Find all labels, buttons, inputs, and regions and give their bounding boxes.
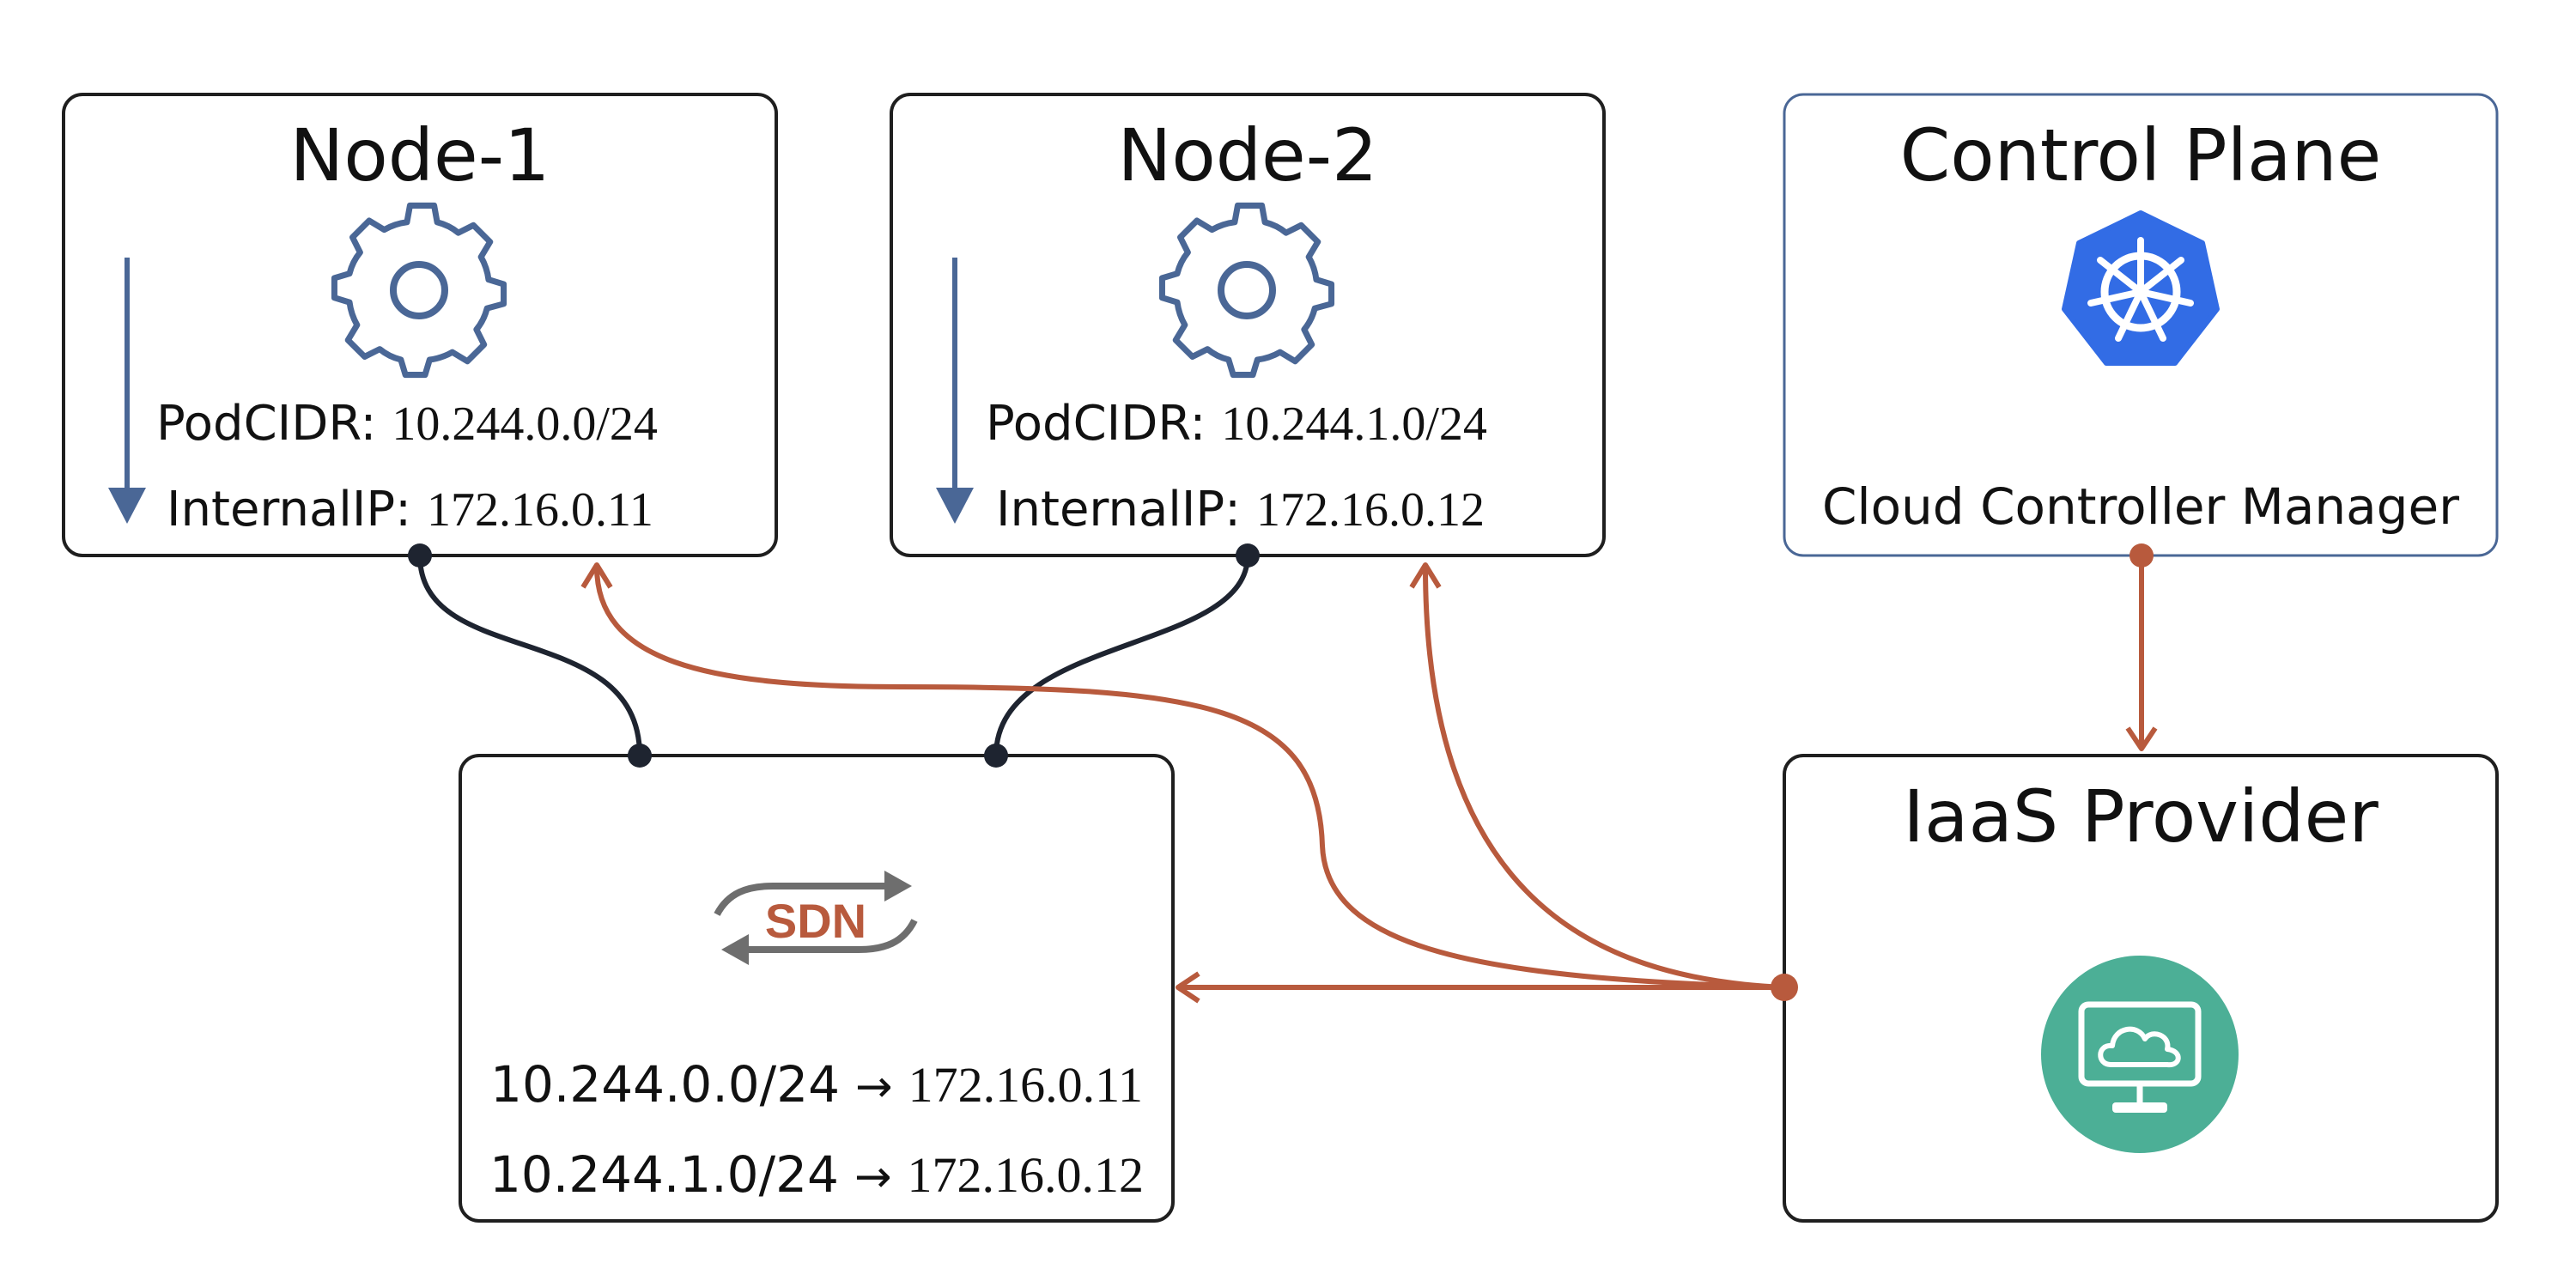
iaas-title: IaaS Provider: [1903, 774, 2379, 859]
sdn-route-row: 10.244.0.0/24 → 172.16.0.11: [490, 1055, 1143, 1114]
node2-title: Node-2: [1118, 113, 1378, 197]
sdn-route-arrow: →: [854, 1151, 892, 1203]
sdn-exchange-icon: SDN: [714, 871, 918, 965]
sdn-label: SDN: [765, 894, 866, 948]
node1-internalip-value: 172.16.0.11: [427, 483, 653, 537]
node1-internalip-label: InternalIP:: [167, 482, 411, 537]
sdn-route-network: 10.244.0.0/24: [490, 1055, 840, 1114]
sdn-route-arrow: →: [855, 1061, 893, 1113]
sdn-frame: [459, 754, 1175, 1223]
control-plane-port-dot: [2129, 543, 2154, 568]
iaas-to-node1-arrowhead: [580, 562, 613, 589]
node2-internalip-row: InternalIP: 172.16.0.12: [996, 482, 1485, 537]
control-plane-to-iaas-arrowhead: [2125, 726, 2158, 751]
node2-port-dot: [1236, 543, 1260, 568]
node2-arrow-down-icon: [936, 258, 974, 524]
node1-sdn-link: [417, 555, 642, 756]
sdn-route-row: 10.244.1.0/24 → 172.16.0.12: [489, 1145, 1144, 1204]
iaas-port-dot: [1771, 974, 1798, 1001]
node1-box: Node-1 PodCIDR: 10.244.0.0/24 InternalIP…: [62, 93, 778, 557]
cloud-monitor-icon: [2041, 956, 2239, 1153]
node1-port-dot: [408, 543, 432, 568]
node2-podcidr-label: PodCIDR:: [986, 396, 1206, 452]
iaas-to-node2-arrow: [1423, 566, 1785, 990]
node1-title: Node-1: [290, 113, 550, 197]
node2-sdn-link: [993, 555, 1250, 756]
iaas-to-sdn-arrowhead: [1176, 971, 1200, 1004]
node1-podcidr-row: PodCIDR: 10.244.0.0/24: [156, 396, 658, 452]
sdn-box: SDN 10.244.0.0/24 → 172.16.0.11 10.244.1…: [459, 754, 1175, 1223]
node1-arrow-down-icon: [108, 258, 146, 524]
node1-podcidr-value: 10.244.0.0/24: [392, 398, 658, 451]
node1-internalip-row: InternalIP: 172.16.0.11: [167, 482, 653, 537]
control-plane-subtitle: Cloud Controller Manager: [1822, 477, 2459, 536]
node2-podcidr-row: PodCIDR: 10.244.1.0/24: [986, 396, 1487, 452]
sdn-route-ip: 172.16.0.12: [908, 1147, 1145, 1203]
control-plane-title: Control Plane: [1900, 113, 2382, 197]
gear-icon: [331, 202, 507, 379]
control-plane-box: Control Plane Cloud Controller Manager: [1783, 93, 2499, 557]
sdn-port-dot: [628, 744, 652, 768]
sdn-route-network: 10.244.1.0/24: [489, 1145, 839, 1204]
node2-podcidr-value: 10.244.1.0/24: [1221, 398, 1487, 451]
node2-internalip-label: InternalIP:: [996, 482, 1241, 537]
node1-podcidr-label: PodCIDR:: [156, 396, 376, 452]
sdn-port-dot: [984, 744, 1008, 768]
connectors: [417, 555, 2158, 1004]
connector-dots: [408, 543, 2154, 1001]
iaas-box: IaaS Provider: [1783, 754, 2499, 1223]
iaas-to-node2-arrowhead: [1409, 562, 1442, 589]
node2-internalip-value: 172.16.0.12: [1256, 483, 1485, 537]
iaas-to-node1-arrow: [594, 566, 1785, 990]
kubernetes-icon: [2062, 210, 2220, 366]
node2-box: Node-2 PodCIDR: 10.244.1.0/24 InternalIP…: [890, 93, 1606, 557]
gear-icon: [1158, 202, 1335, 379]
sdn-route-ip: 172.16.0.11: [908, 1057, 1143, 1113]
